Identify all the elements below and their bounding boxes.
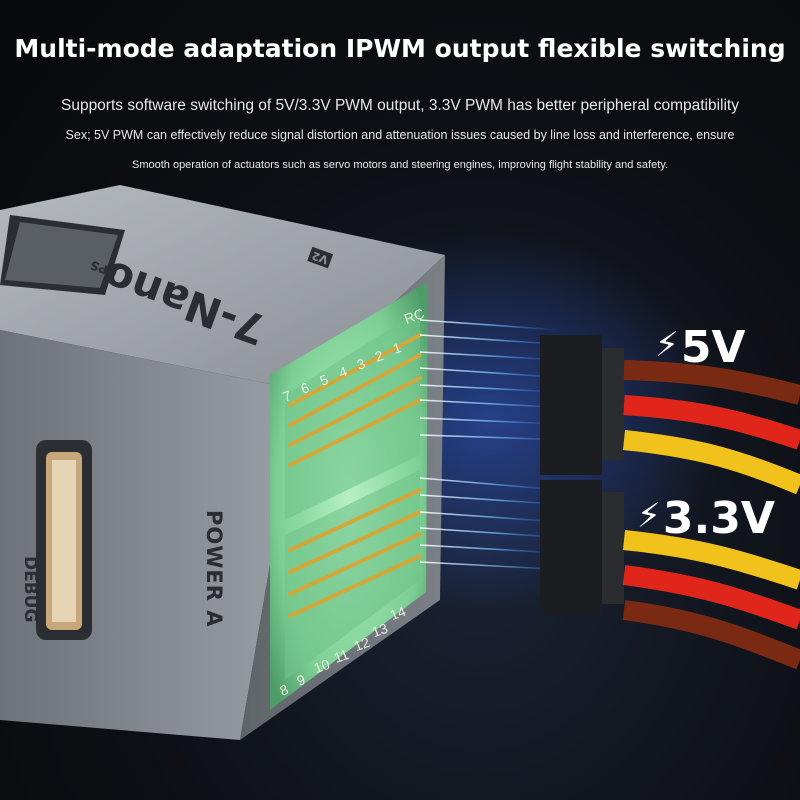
pin-header-top [288,333,422,467]
description-line-3: Smooth operation of actuators such as se… [131,159,669,171]
description-line-1: Supports software switching of 5V/3.3V P… [60,97,739,114]
connector-3v3 [540,480,800,670]
lightning-bolt-icon: ⚡ [655,325,679,365]
pin-header-bottom [288,488,422,618]
headline: Multi-mode adaptation IPWM output flexib… [14,34,786,63]
description-line-2: Sex; 5V PWM can effectively reduce signa… [65,128,735,142]
connector-5v [540,335,800,495]
voltage-callout-3v3: ⚡3.3V [637,493,775,544]
signal-light-streaks [419,319,571,571]
voltage-callout-5v: ⚡5V [655,322,746,373]
debug-label: DEBUG [20,556,40,623]
lightning-bolt-icon: ⚡ [637,496,661,536]
voltage-value: 3.3V [662,493,775,544]
voltage-value: 5V [680,322,746,373]
power-label: POWER A [202,510,226,628]
